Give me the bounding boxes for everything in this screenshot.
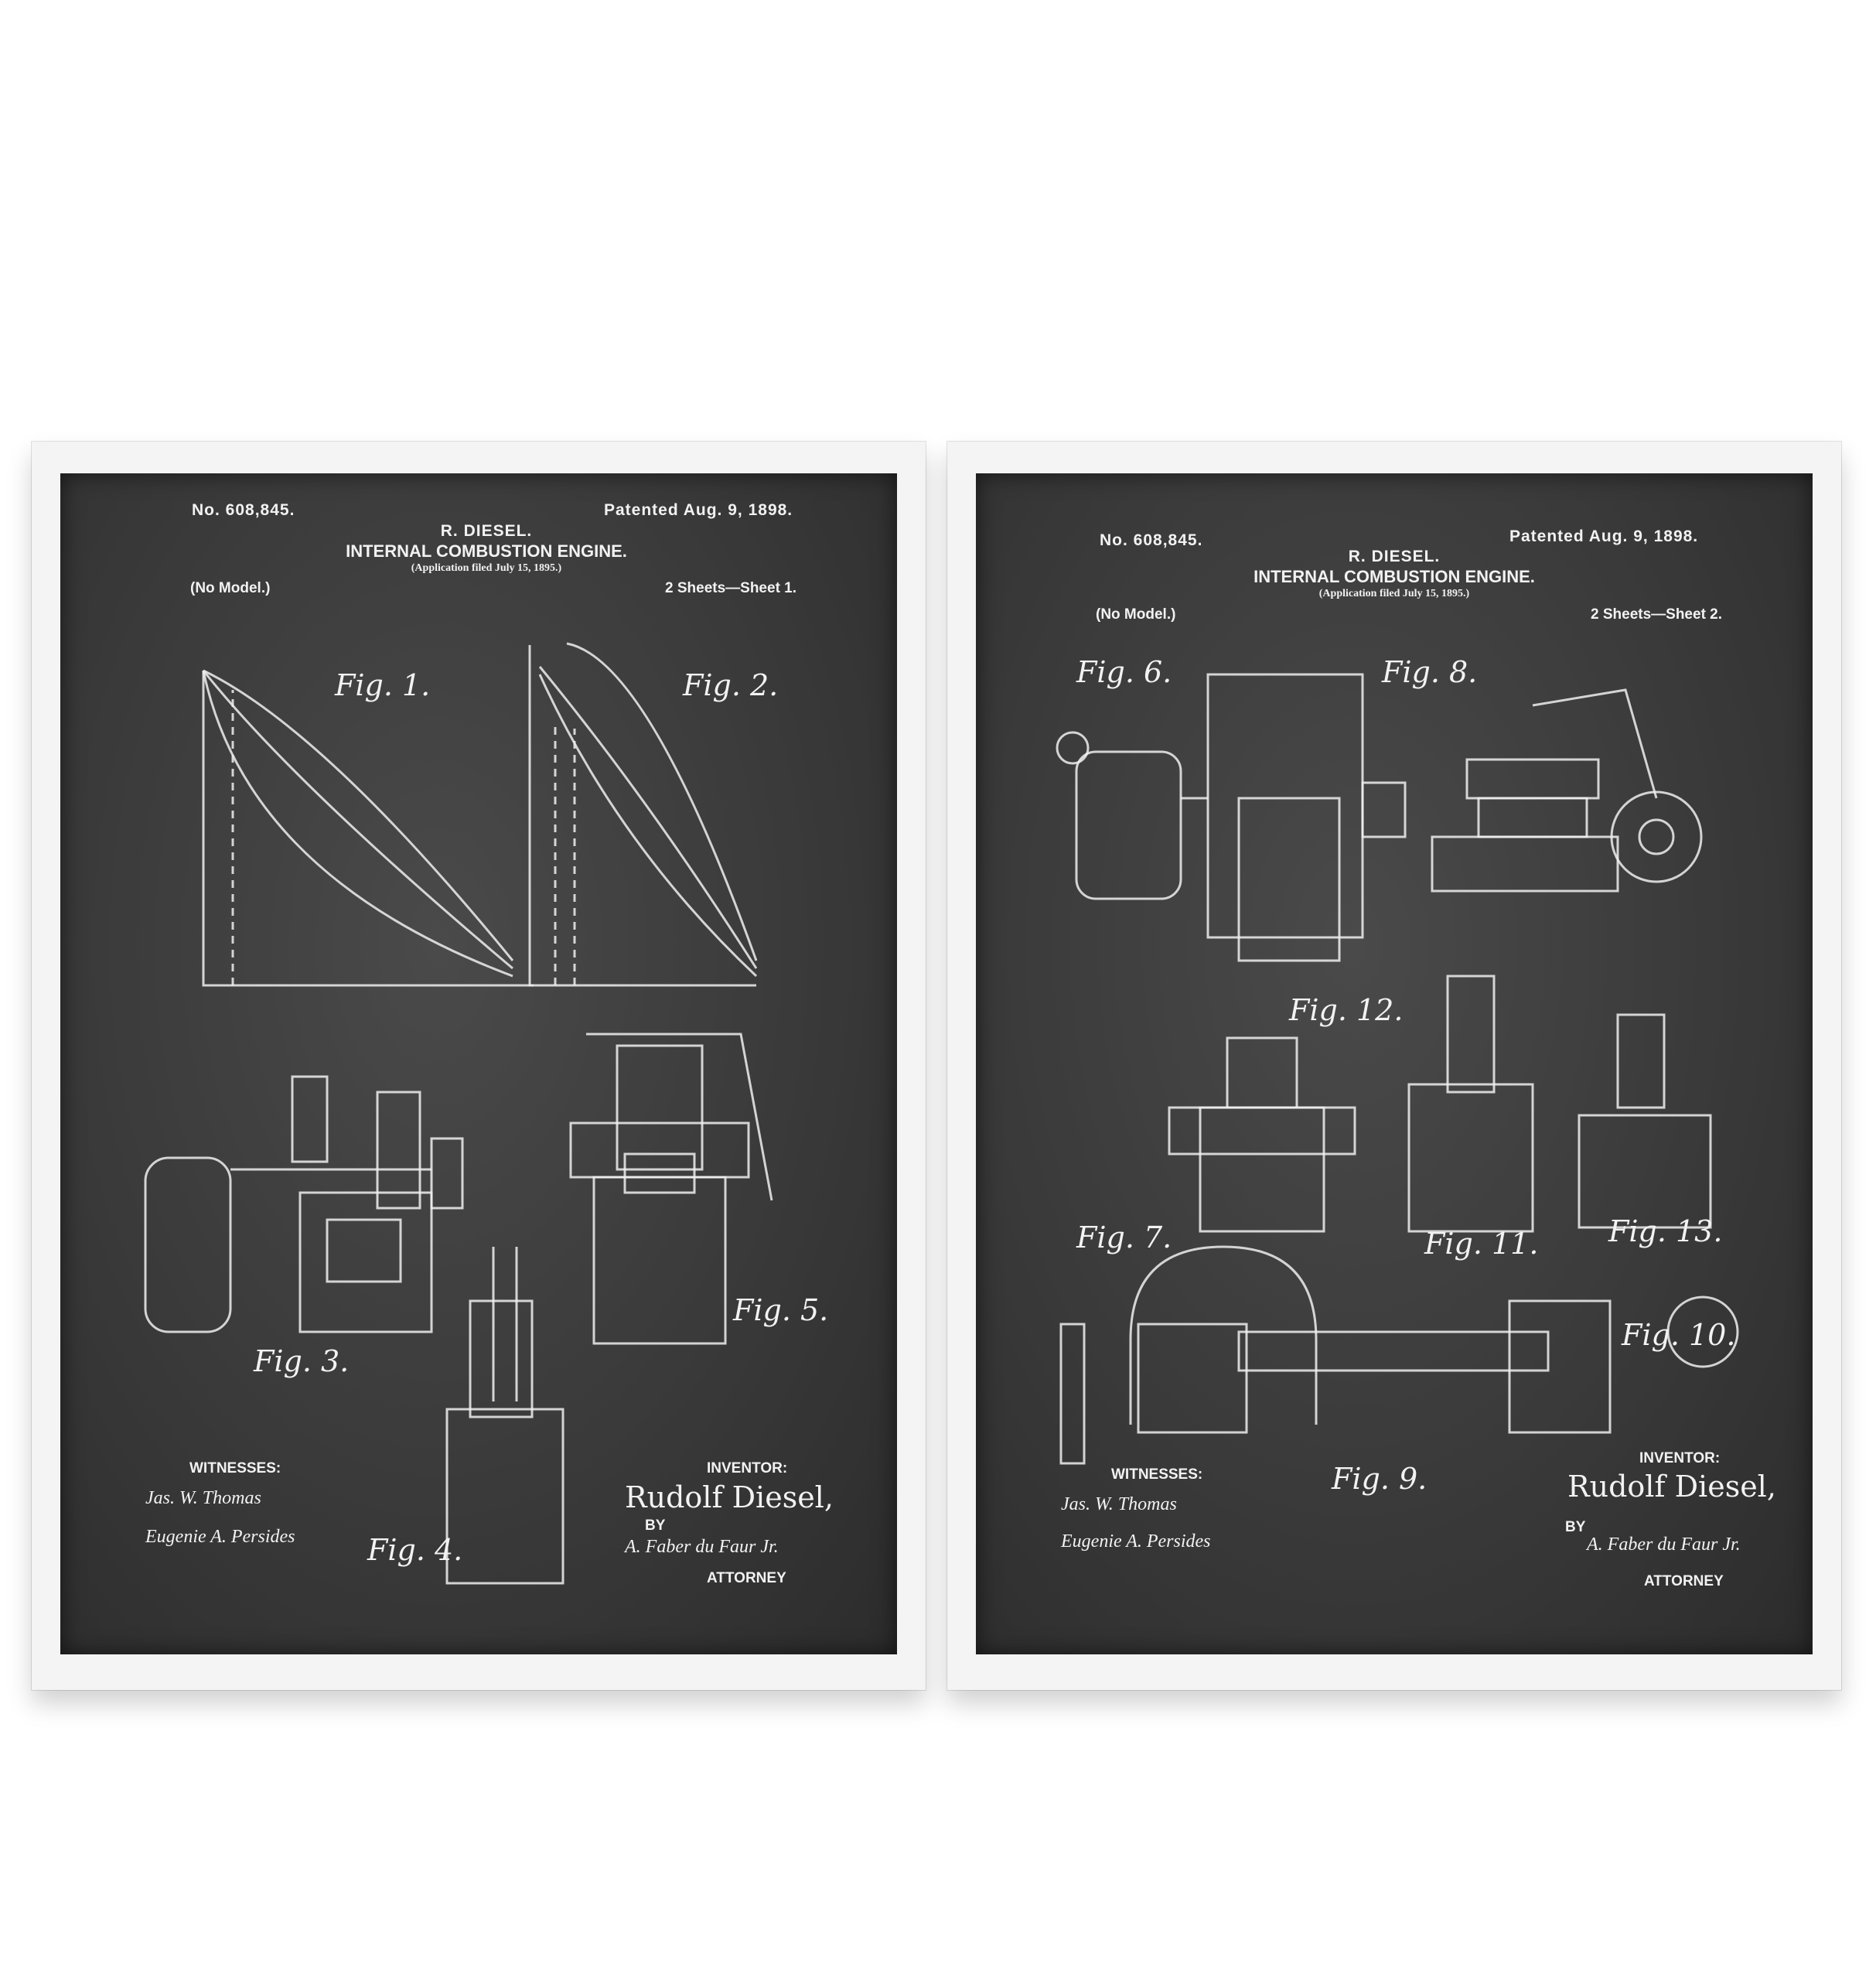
patent-number: No. 608,845. [192, 501, 295, 519]
fig-label: Fig. 9. [1332, 1462, 1427, 1496]
chalkboard-print: No. 608,845. Patented Aug. 9, 1898. R. D… [60, 473, 897, 1654]
fig-label: Fig. 10. [1622, 1318, 1736, 1352]
patent-number: No. 608,845. [1100, 531, 1203, 549]
inventor-label: INVENTOR: [707, 1460, 788, 1476]
by-label: BY [1565, 1519, 1586, 1535]
fig-label: Fig. 4. [367, 1533, 463, 1567]
patent-date: Patented Aug. 9, 1898. [604, 501, 793, 519]
witness-signature: Jas. W. Thomas [1061, 1494, 1177, 1514]
fig-label: Fig. 3. [254, 1344, 350, 1378]
inventor-label: INVENTOR: [1639, 1450, 1721, 1466]
fig-label: Fig. 8. [1382, 655, 1478, 689]
fig-label: Fig. 5. [733, 1293, 829, 1327]
by-label: BY [645, 1517, 666, 1534]
inventor-name: R. DIESEL. [1348, 548, 1441, 565]
sheet-number: 2 Sheets—Sheet 1. [665, 580, 797, 596]
patent-drawings [1056, 673, 1739, 1465]
application-date: (Application filed July 15, 1895.) [411, 562, 562, 574]
fig-label: Fig. 7. [1076, 1220, 1172, 1255]
patent-date: Patented Aug. 9, 1898. [1509, 527, 1699, 545]
attorney-signature: A. Faber du Faur Jr. [625, 1537, 779, 1557]
witnesses-label: WITNESSES: [1111, 1466, 1203, 1483]
witness-signature: Eugenie A. Persides [1061, 1531, 1211, 1552]
model-note: (No Model.) [1096, 606, 1176, 623]
patent-drawings [144, 642, 773, 1585]
attorney-label: ATTORNEY [1644, 1573, 1724, 1589]
poster-frame-sheet-2: No. 608,845. Patented Aug. 9, 1898. R. D… [947, 442, 1841, 1690]
inventor-signature: Rudolf Diesel, [625, 1480, 834, 1514]
attorney-label: ATTORNEY [707, 1570, 786, 1586]
inventor-name: R. DIESEL. [440, 522, 533, 540]
application-date: (Application filed July 15, 1895.) [1318, 588, 1470, 599]
fig-label: Fig. 1. [335, 668, 431, 702]
attorney-signature: A. Faber du Faur Jr. [1587, 1534, 1741, 1555]
chalkboard-print: No. 608,845. Patented Aug. 9, 1898. R. D… [976, 473, 1813, 1654]
fig-label: Fig. 13. [1608, 1214, 1723, 1248]
sheet-number: 2 Sheets—Sheet 2. [1591, 606, 1723, 623]
fig-label: Fig. 6. [1076, 655, 1172, 689]
model-note: (No Model.) [190, 580, 271, 596]
fig-label: Fig. 12. [1289, 993, 1404, 1027]
witness-signature: Eugenie A. Persides [145, 1527, 295, 1547]
fig-label: Fig. 11. [1424, 1227, 1539, 1261]
patent-title: INTERNAL COMBUSTION ENGINE. [1254, 567, 1535, 586]
poster-frame-sheet-1: No. 608,845. Patented Aug. 9, 1898. R. D… [32, 442, 926, 1690]
patent-title: INTERNAL COMBUSTION ENGINE. [346, 541, 627, 561]
witnesses-label: WITNESSES: [189, 1460, 281, 1476]
inventor-signature: Rudolf Diesel, [1567, 1470, 1776, 1504]
fig-label: Fig. 2. [683, 668, 779, 702]
witness-signature: Jas. W. Thomas [145, 1488, 261, 1508]
